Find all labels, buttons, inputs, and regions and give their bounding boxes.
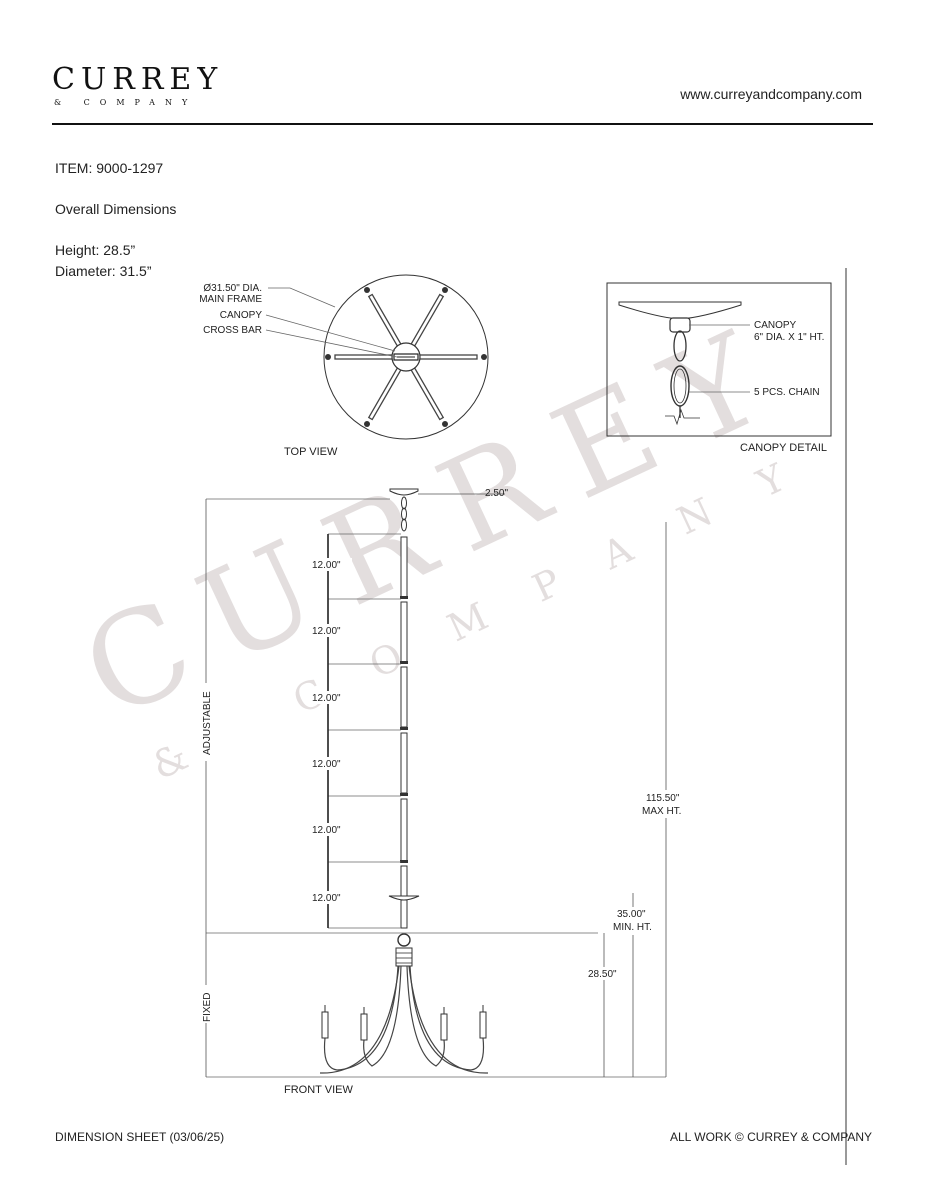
canopy-detail: CANOPY 6" DIA. X 1" HT. 5 PCS. CHAIN CAN… [606,282,832,454]
segment-label-5: 12.00" [312,825,341,836]
max-height-label: MAX HT. [642,806,681,817]
brand-logo-sub: & COMPANY [54,98,198,107]
brand-logo-main: CURREY [52,62,224,97]
top-view: Ø31.50" DIA. MAIN FRAME CANOPY CROSS BAR… [199,274,489,458]
segment-label-1: 12.00" [312,560,341,571]
min-height-value: 35.00" [617,909,646,920]
canopy-width-label: 2.50" [485,488,508,499]
canopy-detail-title: CANOPY DETAIL [740,442,827,454]
fixed-label: FIXED [202,993,213,1022]
watermark: CURREY & COMPANY [62,293,842,788]
segment-label-2: 12.00" [312,626,341,637]
front-view-title: FRONT VIEW [284,1084,353,1096]
top-view-label-canopy: CANOPY [220,310,263,321]
canopy-detail-label-2: 6" DIA. X 1" HT. [754,332,824,343]
header-divider [52,123,873,125]
height-spec: Height: 28.5” [55,242,136,258]
top-view-label-frame: MAIN FRAME [199,294,262,305]
segment-label-3: 12.00" [312,693,341,704]
front-view: 2.50" [199,488,694,1096]
footer-copyright: ALL WORK © CURREY & COMPANY [670,1130,872,1144]
canopy-detail-label-chain: 5 PCS. CHAIN [754,387,820,398]
website-link[interactable]: www.curreyandcompany.com [680,86,862,102]
top-view-label-dia: Ø31.50" DIA. [203,283,262,294]
rod-segments [400,536,408,897]
canopy-detail-label-1: CANOPY [754,320,797,331]
body-height-value: 28.50" [588,969,617,980]
section-title: Overall Dimensions [55,201,177,217]
segment-label-4: 12.00" [312,759,341,770]
adjustable-label: ADJUSTABLE [202,691,213,755]
footer-dimension-sheet: DIMENSION SHEET (03/06/25) [55,1130,225,1144]
min-height-label: MIN. HT. [613,922,652,933]
top-view-label-crossbar: CROSS BAR [203,325,262,336]
diameter-spec: Diameter: 31.5” [55,263,152,279]
top-view-title: TOP VIEW [284,446,338,458]
item-number: ITEM: 9000-1297 [55,160,164,176]
segment-label-6: 12.00" [312,893,341,904]
max-height-value: 115.50" [646,793,680,804]
